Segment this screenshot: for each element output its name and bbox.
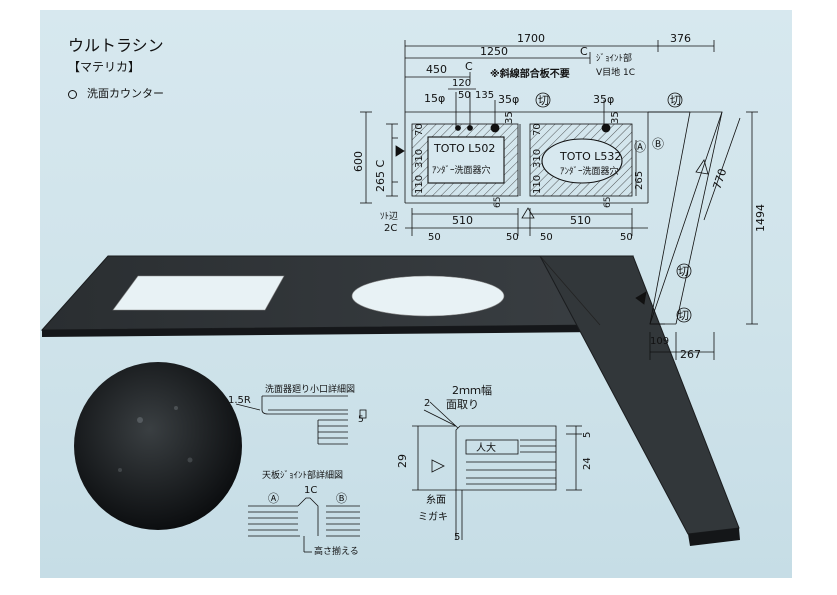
item-text: 洗面カウンター xyxy=(87,87,164,100)
product-title: ウルトラシン xyxy=(68,36,164,55)
chamfer-dim-24: 24 xyxy=(582,457,593,470)
mark-b-plan: Ⓑ xyxy=(652,137,664,151)
sink-edge-title: 洗面器廻り小口詳細図 xyxy=(265,383,355,395)
sink2-cutout xyxy=(541,138,623,184)
dim-265-b: 265 xyxy=(634,171,645,190)
sink2-hole: ｱﾝﾀﾞｰ洗面器穴 xyxy=(560,165,619,177)
dim-310-a: 310 xyxy=(414,149,425,168)
plan-labels: 1700 376 1250 C 450 C 120 ※斜線部合板不要 ｼﾞｮｲﾝ… xyxy=(352,32,767,361)
dim-267: 267 xyxy=(680,348,701,361)
countertop-arm-edge xyxy=(688,528,740,546)
dim-35-b: 35 xyxy=(610,111,621,124)
cut-mark-2: 切 xyxy=(670,94,681,107)
joint-mark-a: Ⓐ xyxy=(268,492,279,505)
chamfer-dim-29: 29 xyxy=(396,454,409,468)
dim-450: 450 xyxy=(426,63,447,76)
stone-sample xyxy=(74,362,242,530)
dim-510-b: 510 xyxy=(570,214,591,227)
sink-hole-rect xyxy=(112,275,285,311)
dim-109: 109 xyxy=(650,336,669,347)
dim-310-b: 310 xyxy=(532,149,543,168)
dim-70-b: 70 xyxy=(532,123,543,136)
dia-35-a: 35φ xyxy=(498,93,519,106)
dim-120: 120 xyxy=(452,78,471,89)
cut-mark-4: 切 xyxy=(678,309,689,322)
joint-mark-b: Ⓑ xyxy=(336,492,347,505)
cut-mark-3: 切 xyxy=(678,265,689,278)
cut-mark-1: 切 xyxy=(538,94,549,107)
chamfer-dim-2: 2 xyxy=(424,398,430,409)
dim-510-a: 510 xyxy=(452,214,473,227)
dia-15: 15φ xyxy=(424,92,445,105)
dim-600: 600 xyxy=(352,151,365,172)
dim-50-b3: 50 xyxy=(540,232,553,243)
dim-70-a: 70 xyxy=(414,123,425,136)
thread-face: 糸面 xyxy=(426,494,446,506)
countertop-edge-front xyxy=(42,325,600,337)
note-no-seam: ※斜線部合板不要 xyxy=(490,67,570,80)
chamfer-detail xyxy=(412,401,582,540)
chamfer-c-1: C xyxy=(580,45,588,58)
joint-chamfer: 1C xyxy=(304,485,317,496)
dim-1700: 1700 xyxy=(517,32,545,45)
joint-note-2: V目地 1C xyxy=(596,66,635,78)
mark-a-plan: Ⓐ xyxy=(634,140,646,154)
dia-35-b: 35φ xyxy=(593,93,614,106)
chamfer-note: 面取り xyxy=(446,398,479,411)
sink-edge-detail xyxy=(235,395,367,445)
dim-376: 376 xyxy=(670,32,691,45)
sink1-cutout xyxy=(427,136,505,184)
material-label: 【マテリカ】 xyxy=(68,60,141,74)
joint-note-1: ｼﾞｮｲﾝﾄ部 xyxy=(596,52,632,64)
sink1-model: TOTO L502 xyxy=(433,142,495,155)
item-label: 洗面カウンター xyxy=(68,85,164,101)
dim-1494: 1494 xyxy=(754,204,767,232)
chamfer-dim-5: 5 xyxy=(582,432,593,438)
chamfer-width: 2ｍｍ幅 xyxy=(452,384,492,397)
dim-50-b2: 50 xyxy=(506,232,519,243)
dim-110-a: 110 xyxy=(414,175,425,194)
chamfer-c-2: C xyxy=(465,60,473,73)
sink-hole-oval xyxy=(351,275,505,317)
bullet-circle-icon xyxy=(68,89,77,99)
dim-1250: 1250 xyxy=(480,45,508,58)
joint-detail xyxy=(248,497,360,553)
outer-edge-2: 2C xyxy=(384,223,397,234)
dim-50-top: 50 xyxy=(458,90,471,101)
polish: ミガキ xyxy=(418,511,448,523)
sink1-hole: ｱﾝﾀﾞｰ洗面器穴 xyxy=(432,164,491,176)
human-label: 人大 xyxy=(476,441,496,454)
countertop-render xyxy=(40,255,740,546)
dim-65-b: 65 xyxy=(603,197,613,208)
dim-50-b1: 50 xyxy=(428,232,441,243)
sink2-model: TOTO L532 xyxy=(559,150,621,163)
dim-265c: 265 C xyxy=(374,160,387,192)
joint-note: 高さ揃える xyxy=(314,545,359,557)
sink-edge-dim-5: 5 xyxy=(358,415,364,425)
plan-view xyxy=(360,40,758,360)
dim-770: 770 xyxy=(710,167,729,191)
dim-65-a: 65 xyxy=(493,197,503,208)
outer-edge-1: ｿﾄ辺 xyxy=(380,211,398,222)
dim-50-b4: 50 xyxy=(620,232,633,243)
sink-edge-radius: 1.5R xyxy=(228,395,251,406)
dim-135: 135 xyxy=(475,90,494,101)
chamfer-dim-5b: 5 xyxy=(454,532,460,543)
dim-35-a: 35 xyxy=(504,111,515,124)
joint-title: 天板ｼﾞｮｲﾝﾄ部詳細図 xyxy=(262,469,343,481)
dim-110-b: 110 xyxy=(532,175,543,194)
